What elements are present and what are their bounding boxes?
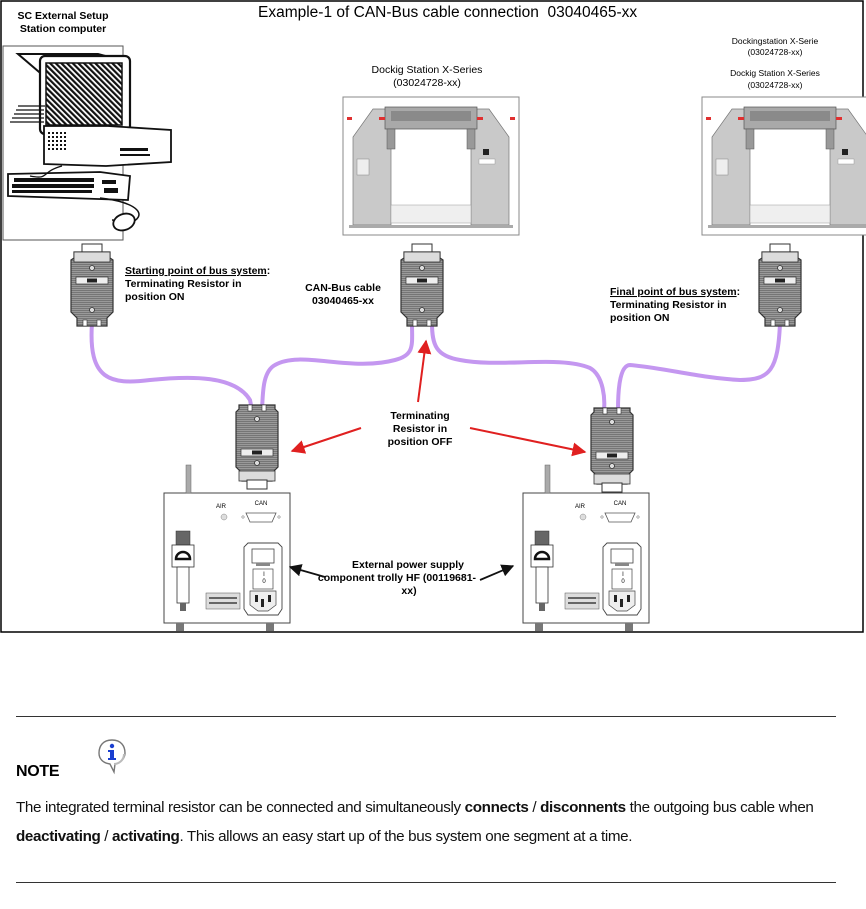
terminating-off-line2: Resistor in <box>393 423 447 435</box>
computer-label-line1: SC External Setup <box>17 10 108 22</box>
power-unit-right <box>521 463 651 633</box>
power-left-switch-off: 0 <box>262 579 266 585</box>
can-bus-diagram: Example-1 of CAN-Bus cable connection 03… <box>0 0 866 633</box>
power-left-can-label: CAN <box>255 501 268 507</box>
power-supply-label-line2: component trolly HF (00119681- <box>318 572 477 584</box>
dock-center-label-line2: (03024728-xx) <box>393 77 461 89</box>
note-text-bold: activating <box>112 828 180 845</box>
power-supply-label-line3: xx) <box>401 585 416 597</box>
power-right-switch-off: 0 <box>621 579 625 585</box>
black-arrows <box>288 564 515 581</box>
terminating-off-line1: Terminating <box>390 410 449 422</box>
dock-center-label-line1: Dockig Station X-Series <box>372 64 483 76</box>
note-text-run: . This allows an easy start up of the bu… <box>179 828 633 845</box>
dock-right-label-top-line1: Dockingstation X-Serie <box>732 36 819 46</box>
note-label: NOTE <box>16 763 60 780</box>
note-text: The integrated terminal resistor can be … <box>16 793 846 851</box>
note-top-divider <box>16 716 836 717</box>
note-text-bold: deactivating <box>16 828 101 845</box>
dock-right-label-top-line2: (03024728-xx) <box>748 47 803 57</box>
power-right-switch-on: I <box>622 572 624 578</box>
terminating-off-line3: position OFF <box>388 436 453 448</box>
cable-label-line2: 03040465-xx <box>312 295 374 307</box>
computer-illustration <box>2 45 172 241</box>
can-bus-cables <box>89 321 782 412</box>
final-label-heading: Final point of bus system: <box>610 286 740 298</box>
final-label-line2: position ON <box>610 312 670 324</box>
start-label-line1: Terminating Resistor in <box>125 278 242 290</box>
dock-right-label-line2: (03024728-xx) <box>748 80 803 90</box>
connector-final <box>758 243 802 327</box>
computer-label-line2: Station computer <box>20 23 106 35</box>
power-right-can-label: CAN <box>614 501 627 507</box>
docking-station-right <box>701 96 866 236</box>
docking-station-center <box>342 96 520 236</box>
note-text-run: the outgoing bus cable when <box>625 799 814 816</box>
connector-cable-center <box>400 243 444 327</box>
power-left-switch-on: I <box>263 572 265 578</box>
note-text-run: / <box>528 799 541 816</box>
power-supply-label-line1: External power supply <box>352 559 464 571</box>
connector-left-power <box>235 404 279 490</box>
diagram-frame <box>0 0 864 633</box>
note-text-run: The integrated terminal resistor can be … <box>16 799 465 816</box>
power-right-air-label: AIR <box>575 504 586 510</box>
note-bottom-divider <box>16 882 836 883</box>
note-text-bold: disconnents <box>540 799 626 816</box>
connector-right-power <box>590 407 634 493</box>
power-left-air-label: AIR <box>216 504 227 510</box>
info-speech-bubble-icon <box>98 739 126 775</box>
final-label-line1: Terminating Resistor in <box>610 299 727 311</box>
connector-start <box>70 243 114 327</box>
start-label-heading: Starting point of bus system: <box>125 265 270 277</box>
power-unit-left <box>162 463 292 633</box>
note-text-bold: connects <box>464 799 529 816</box>
diagram-title: Example-1 of CAN-Bus cable connection 03… <box>258 4 637 21</box>
cable-label-line1: CAN-Bus cable <box>305 282 381 294</box>
note-text-run: / <box>100 828 113 845</box>
start-label-line2: position ON <box>125 291 185 303</box>
red-arrows <box>290 339 587 457</box>
dock-right-label-line1: Dockig Station X-Series <box>730 68 820 78</box>
